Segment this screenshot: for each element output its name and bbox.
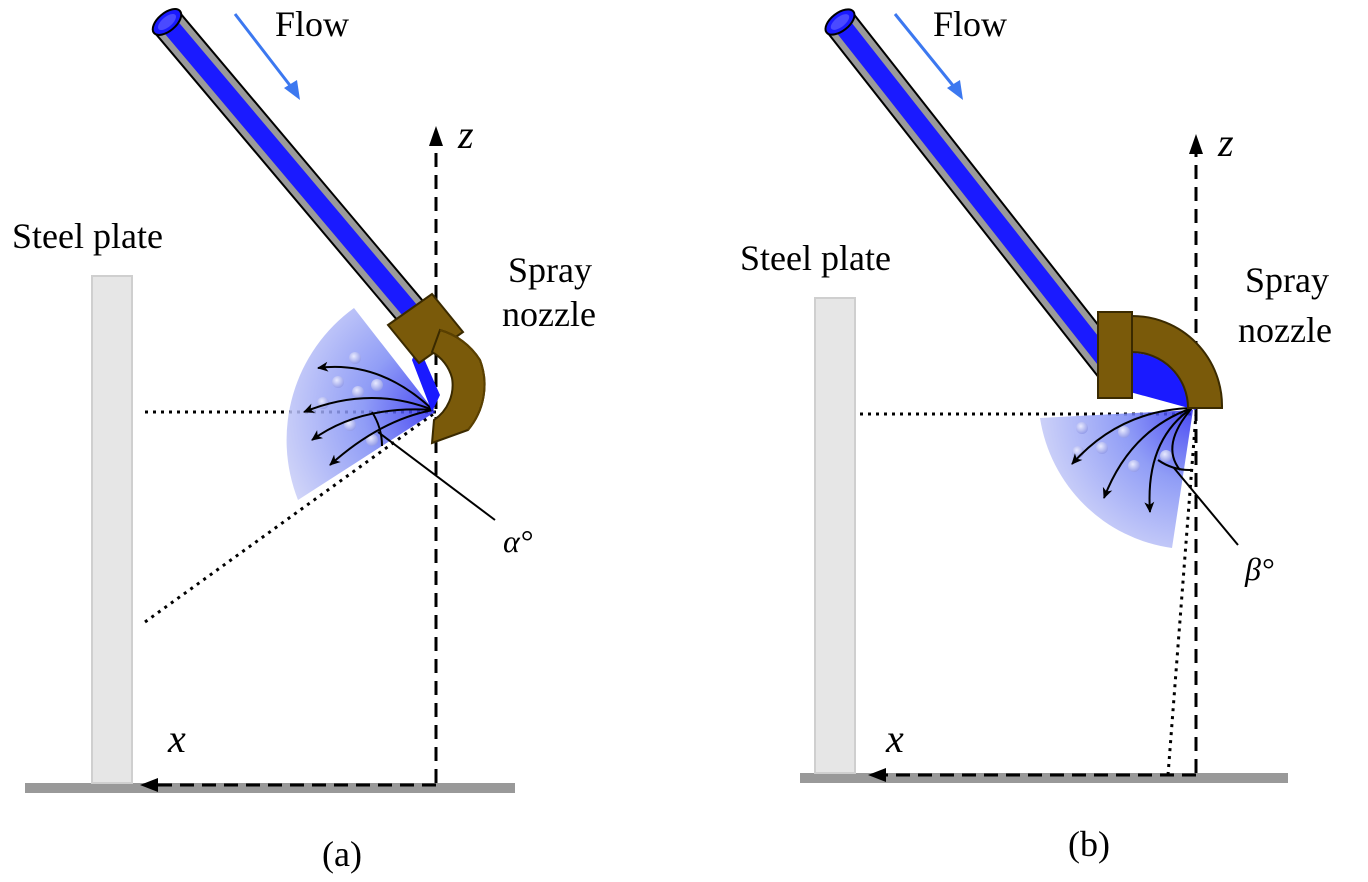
x-axis-label-a: x: [167, 716, 186, 761]
floor-b: [800, 773, 1288, 783]
panel-b: Flow Steel plate Spray nozzle z x β° (b): [740, 4, 1332, 864]
spray-nozzle-b: [1097, 311, 1224, 409]
angle-label-b: β°: [1244, 551, 1274, 587]
spray-arrows-b: [1071, 407, 1193, 513]
angle-arc-b: [1157, 459, 1193, 472]
z-axis-label-a: z: [457, 112, 474, 157]
angle-arc-a: [371, 411, 383, 447]
z-axis-arrowhead-a: [429, 126, 443, 146]
nozzle-label-b: nozzle: [1238, 310, 1332, 350]
panel-a: Flow Steel plate Spray nozzle z x α° (a): [12, 4, 596, 874]
pipe-b: [824, 8, 1132, 387]
droplets-b: [1072, 422, 1172, 472]
flow-label-a: Flow: [275, 4, 349, 44]
x-axis-arrowhead-b: [868, 768, 886, 782]
z-axis-label-b: z: [1217, 120, 1234, 165]
flow-arrow-b: [893, 13, 963, 100]
spray-nozzle-a: [386, 292, 486, 445]
steel-plate-label-a: Steel plate: [12, 216, 163, 256]
flow-arrow-a: [233, 13, 300, 100]
spray-label-b: Spray: [1245, 260, 1329, 300]
angle-leader-b: [1173, 467, 1239, 546]
steel-plate-label-b: Steel plate: [740, 238, 891, 278]
angle-label-a: α°: [503, 523, 533, 559]
spray-fan-b: [1040, 410, 1193, 548]
flow-label-b: Flow: [933, 4, 1007, 44]
floor-a: [25, 783, 515, 793]
pipe-a: [151, 8, 431, 331]
nozzle-label-a: nozzle: [502, 294, 596, 334]
z-axis-arrowhead-b: [1189, 134, 1203, 154]
spray-fan-a: [286, 308, 435, 500]
spray-label-a: Spray: [508, 250, 592, 290]
x-axis-arrowhead-a: [140, 778, 158, 792]
steel-plate-a: [91, 275, 133, 784]
caption-b: (b): [1068, 824, 1110, 864]
angle-leader-a: [377, 431, 496, 521]
spray-arrows-a: [303, 361, 434, 466]
steel-plate-b: [814, 297, 856, 774]
caption-a: (a): [322, 834, 362, 874]
x-axis-label-b: x: [885, 716, 904, 761]
